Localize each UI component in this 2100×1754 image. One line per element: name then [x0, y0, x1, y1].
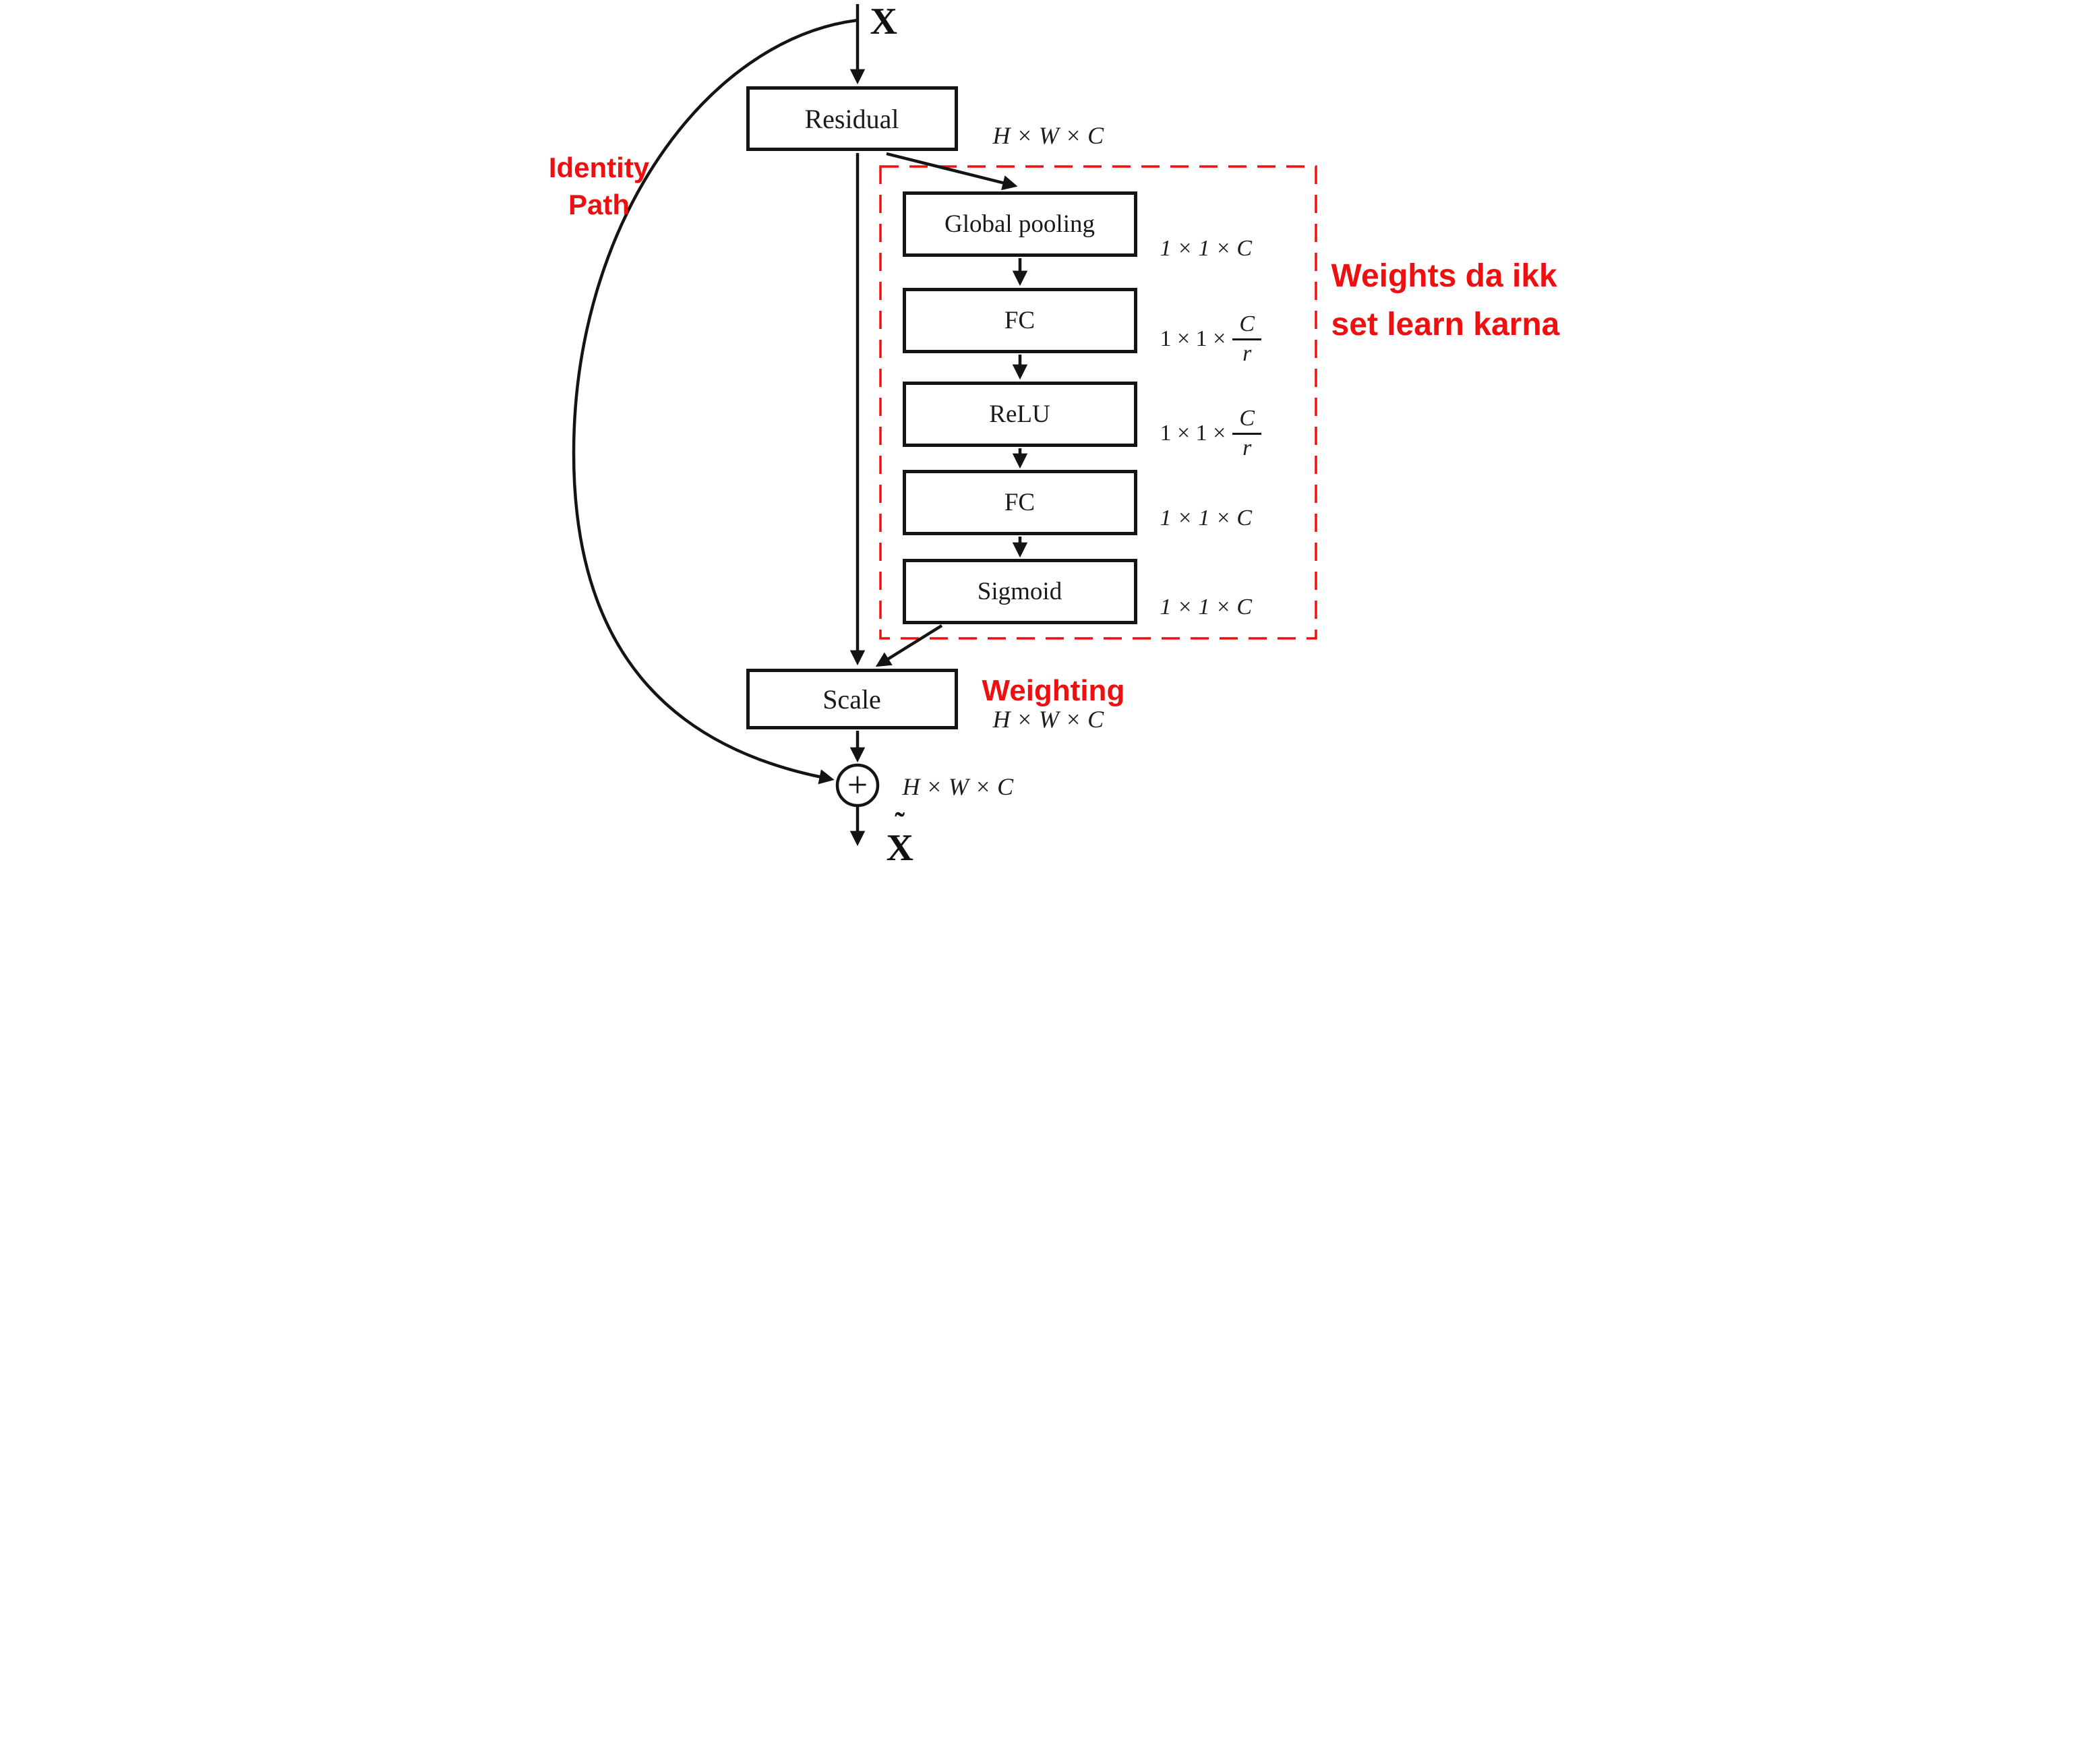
relu-dim-denominator: r [1242, 435, 1252, 460]
fc1-dim-denominator: r [1242, 340, 1252, 366]
weighting-label: Weighting [982, 674, 1125, 707]
relu-dim-numerator: C [1232, 406, 1262, 435]
fc1-box: FC [902, 288, 1137, 353]
output-label-letter: X [886, 827, 913, 869]
identity-path-label-line2: Path [568, 188, 630, 220]
fc2-box: FC [902, 470, 1137, 535]
fc1-dim-numerator: C [1232, 312, 1262, 340]
relu-dim-fraction: C r [1232, 406, 1262, 460]
global-pooling-label: Global pooling [944, 210, 1095, 238]
se-block-diagram: + X Identity Path Residual H × W × C Glo… [524, 0, 1576, 877]
relu-box: ReLU [902, 382, 1137, 447]
residual-to-global-pooling-arrow [885, 152, 1018, 191]
weights-annotation: Weights da ikk set learn karna [1331, 252, 1576, 349]
identity-path-curve [572, 18, 858, 785]
fc2-dim-label: 1 × 1 × C [1160, 506, 1253, 531]
relu-label: ReLU [989, 400, 1050, 428]
sum-node-circle [835, 763, 879, 808]
sum-dim-label: H × W × C [902, 773, 1014, 800]
sigmoid-box: Sigmoid [902, 559, 1137, 624]
sigmoid-to-scale-arrow [875, 624, 942, 667]
output-label: ˜ X [886, 809, 913, 869]
fc1-dim-label: 1 × 1 × C r [1160, 312, 1262, 365]
fc1-dim-fraction: C r [1232, 312, 1262, 366]
weights-annotation-line2: set learn karna [1331, 307, 1560, 342]
scale-label: Scale [822, 684, 881, 715]
fc1-label: FC [1004, 307, 1036, 334]
diagram-wires: + [572, 4, 1317, 847]
se-region-dashed-border [878, 165, 1317, 640]
fc2-label: FC [1004, 489, 1036, 516]
identity-path-label: Identity Path [525, 150, 673, 223]
input-label: X [870, 1, 897, 42]
scale-dim-label: H × W × C [992, 706, 1104, 733]
sigmoid-dim-label: 1 × 1 × C [1160, 595, 1253, 619]
residual-label: Residual [804, 103, 899, 134]
residual-box: Residual [746, 86, 958, 151]
global-pooling-box: Global pooling [902, 191, 1137, 257]
plus-icon: + [847, 764, 867, 805]
weights-annotation-line1: Weights da ikk [1331, 258, 1557, 294]
fc1-dim-prefix: 1 × 1 × [1160, 326, 1226, 351]
residual-dim-label: H × W × C [992, 122, 1104, 149]
global-pooling-dim-label: 1 × 1 × C [1160, 236, 1253, 261]
relu-dim-label: 1 × 1 × C r [1160, 406, 1262, 460]
identity-path-label-line1: Identity [548, 152, 650, 183]
relu-dim-prefix: 1 × 1 × [1160, 420, 1226, 446]
sigmoid-label: Sigmoid [977, 578, 1062, 605]
scale-box: Scale [746, 669, 958, 729]
